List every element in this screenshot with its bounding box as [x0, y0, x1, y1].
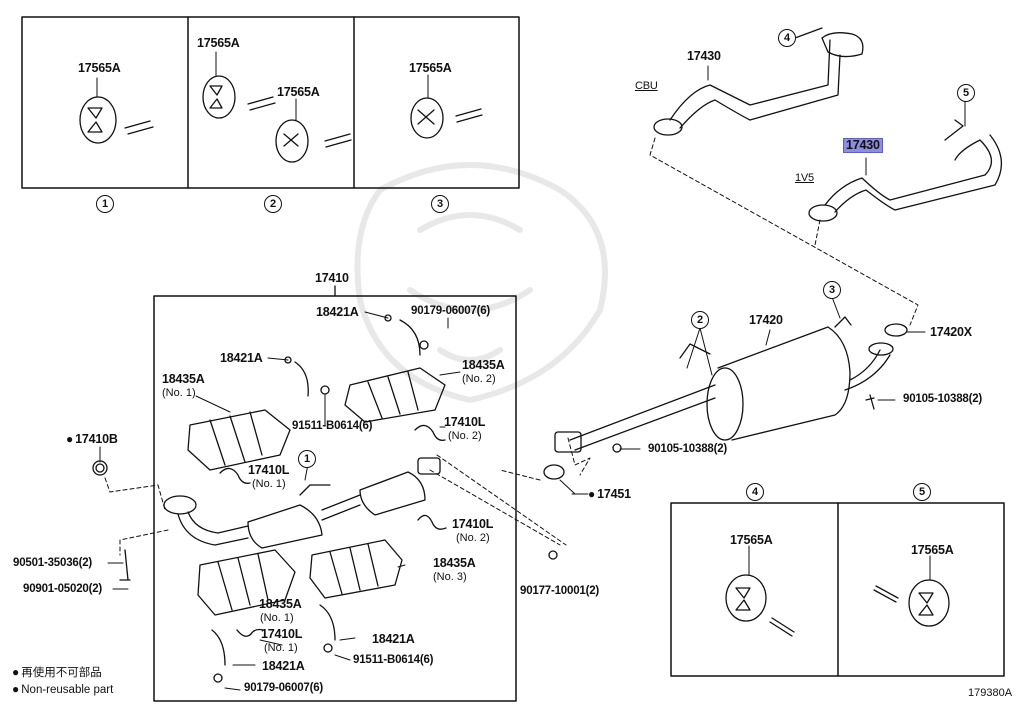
- leader-lines: [96, 51, 931, 581]
- part-label[interactable]: 17410L: [452, 517, 494, 531]
- part-label[interactable]: 17430: [687, 49, 721, 63]
- callout-4: 4: [778, 29, 796, 47]
- callout-4: 4: [746, 483, 764, 501]
- part-label[interactable]: 18421A: [262, 659, 305, 673]
- part-label[interactable]: 18421A: [316, 305, 359, 319]
- bracket-icon: [92, 314, 558, 683]
- part-note: (No. 1): [264, 642, 298, 654]
- part-label[interactable]: 18435A: [462, 358, 505, 372]
- part-note: (No. 1): [252, 478, 286, 490]
- callout-5: 5: [957, 84, 975, 102]
- diagram-code: 179380A: [968, 687, 1013, 699]
- part-label[interactable]: 17410: [315, 271, 349, 285]
- heat-shield-icon: [187, 367, 446, 616]
- callout-3: 3: [823, 281, 841, 299]
- part-label[interactable]: 18435A: [259, 597, 302, 611]
- muffler-assembly: [543, 316, 908, 480]
- callout-5: 5: [913, 483, 931, 501]
- part-label[interactable]: 18435A: [433, 556, 476, 570]
- tailpipe-1v5: [808, 99, 1002, 222]
- part-label-non-reusable[interactable]: 17410B: [66, 433, 118, 446]
- part-label[interactable]: 17420X: [930, 325, 972, 339]
- callout-1: 1: [96, 195, 114, 213]
- part-label[interactable]: 17565A: [277, 85, 320, 99]
- part-note: (No. 2): [448, 430, 482, 442]
- part-label[interactable]: 18421A: [372, 632, 415, 646]
- hanger-icon: [79, 75, 950, 637]
- part-label[interactable]: 17565A: [730, 533, 773, 547]
- part-label[interactable]: 17565A: [197, 36, 240, 50]
- legend-non-reusable-ja: 再使用不可部品: [12, 664, 102, 680]
- part-label[interactable]: 90179-06007(6): [411, 305, 491, 317]
- part-label[interactable]: 17410L: [261, 627, 303, 641]
- callout-2: 2: [691, 311, 709, 329]
- part-label[interactable]: 90105-10388(2): [903, 393, 983, 405]
- part-note: (No. 2): [456, 532, 490, 544]
- part-label[interactable]: 91511-B0614(6): [353, 654, 434, 666]
- variant-label-cbu: CBU: [635, 80, 658, 92]
- part-label[interactable]: 91511-B0614(6): [292, 420, 373, 432]
- part-label[interactable]: 17420: [749, 313, 783, 327]
- callout-2: 2: [264, 195, 282, 213]
- part-label[interactable]: 17410L: [444, 415, 486, 429]
- legend-non-reusable-en: Non-reusable part: [12, 682, 113, 696]
- part-label[interactable]: 17565A: [911, 543, 954, 557]
- dashed-connectors: [104, 137, 919, 556]
- part-label-highlighted[interactable]: 17430: [843, 138, 883, 153]
- watermark-emblem: [354, 162, 608, 403]
- detail-panels-top-frame: [21, 16, 520, 189]
- part-label[interactable]: 17565A: [409, 61, 452, 75]
- part-label[interactable]: 90177-10001(2): [520, 585, 600, 597]
- part-label[interactable]: 90901-05020(2): [23, 583, 103, 595]
- part-label[interactable]: 90501-35036(2): [13, 557, 93, 569]
- callout-1: 1: [298, 450, 316, 468]
- part-label[interactable]: 90105-10388(2): [648, 443, 728, 455]
- part-label-non-reusable[interactable]: 17451: [588, 488, 631, 501]
- converter-leaders: [99, 311, 589, 691]
- callout-3: 3: [431, 195, 449, 213]
- part-note: (No. 1): [162, 387, 196, 399]
- part-label[interactable]: 17565A: [78, 61, 121, 75]
- tailpipe-cbu: [653, 27, 864, 136]
- part-label[interactable]: 18421A: [220, 351, 263, 365]
- muffler-leaders: [559, 296, 926, 495]
- part-label[interactable]: 90179-06007(6): [244, 682, 324, 694]
- part-label[interactable]: 17410L: [248, 463, 290, 477]
- part-note: (No. 2): [462, 373, 496, 385]
- part-note: (No. 1): [260, 612, 294, 624]
- part-label[interactable]: 18435A: [162, 372, 205, 386]
- variant-label-1v5: 1V5: [795, 172, 814, 184]
- part-note: (No. 3): [433, 571, 467, 583]
- catalytic-converter-pipe: [163, 457, 441, 549]
